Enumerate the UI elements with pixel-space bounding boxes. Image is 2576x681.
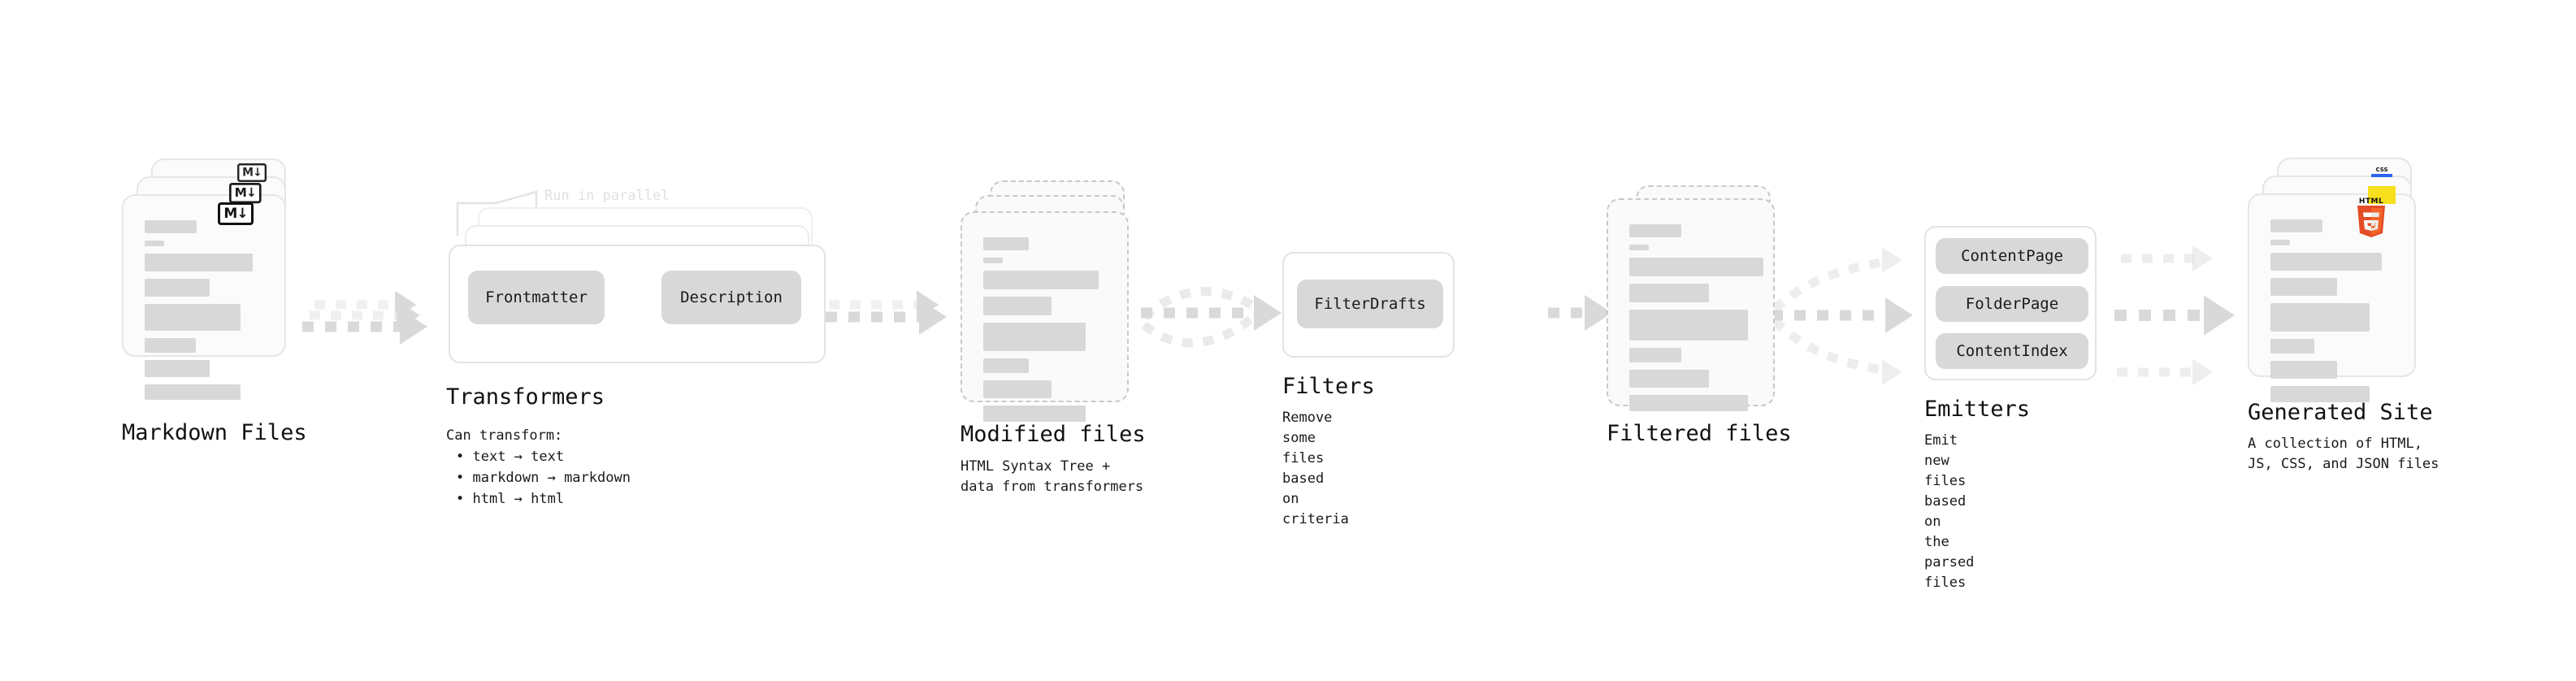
markdown-icon-back-2: M↓ — [237, 163, 267, 182]
stage-markdown-files: M↓ M↓ M↓ Markdown Files — [122, 158, 307, 445]
filtered-file-stack — [1607, 185, 1785, 445]
pill-filterdrafts-label: FilterDrafts — [1314, 295, 1426, 313]
stage-title-filtered-files: Filtered files — [1607, 421, 1792, 446]
bullets-list: text → text markdown → markdown html → h… — [446, 446, 631, 510]
stage-subtitle-generated-site: A collection of HTML, JS, CSS, and JSON … — [2248, 436, 2439, 472]
generated-site-stack: CSS HTML — [2248, 158, 2443, 426]
markdown-icon-back-1: M↓ — [229, 183, 262, 204]
markdown-file-stack: M↓ M↓ M↓ — [122, 158, 301, 419]
stage-generated-site: CSS HTML Generated Site A collect — [2248, 158, 2443, 472]
document-placeholder-bars — [983, 237, 1106, 429]
html5-icon-wordmark: HTML — [2358, 197, 2384, 206]
pill-filterdrafts[interactable]: FilterDrafts — [1297, 280, 1443, 328]
pill-contentindex-label: ContentIndex — [1956, 342, 2068, 360]
css-icon-label: CSS — [2375, 167, 2388, 173]
connector-emitters-to-generated-site — [2114, 245, 2236, 386]
stage-title-filters: Filters — [1282, 374, 1375, 399]
connector-filtered-files-to-emitters — [1772, 247, 1913, 385]
stage-filtered-files: Filtered files — [1607, 185, 1792, 446]
stage-subtitle-filters: Remove some files based on criteria — [1282, 410, 1349, 527]
stage-title-generated-site: Generated Site — [2248, 400, 2433, 425]
stage-subtitle-modified-files: HTML Syntax Tree + data from transformer… — [961, 458, 1144, 495]
emitters-card: ContentPage FolderPage ContentIndex — [1924, 226, 2097, 380]
pill-contentindex[interactable]: ContentIndex — [1936, 333, 2088, 369]
bullets-lead: Can transform: — [446, 427, 563, 444]
transformers-bullets: Can transform: text → text markdown → ma… — [446, 425, 631, 510]
pill-folderpage[interactable]: FolderPage — [1936, 286, 2088, 322]
transformer-stack: . . . . Frontmatter Description — [449, 207, 839, 394]
js-icon — [2368, 186, 2396, 204]
stage-title-transformers: Transformers — [446, 384, 605, 410]
document-placeholder-bars — [1629, 224, 1763, 419]
connector-modified-files-to-filters — [1141, 287, 1281, 348]
pill-description[interactable]: Description — [661, 271, 801, 324]
document-card-front — [122, 194, 286, 400]
pill-frontmatter-label: Frontmatter — [485, 288, 588, 306]
pill-contentpage-label: ContentPage — [1961, 247, 2063, 265]
pill-description-label: Description — [680, 288, 783, 306]
stage-modified-files: Modified files HTML Syntax Tree + data f… — [961, 180, 1147, 495]
run-in-parallel-label: Run in parallel — [544, 188, 670, 204]
stage-title-markdown-files: Markdown Files — [122, 420, 307, 445]
connector-markdown-to-transformers — [302, 290, 427, 345]
document-card-front — [961, 211, 1129, 422]
html5-icon-shield — [2355, 206, 2387, 240]
css-icon-underline — [2371, 174, 2392, 177]
bullet-item: text → text — [456, 446, 631, 467]
modified-file-stack — [961, 180, 1147, 440]
bullet-item: markdown → markdown — [456, 467, 630, 488]
html5-icon: HTML — [2353, 197, 2389, 240]
bullet-item: html → html — [456, 488, 631, 510]
pill-folderpage-label: FolderPage — [1965, 295, 2059, 313]
connector-transformers-to-modified-files — [826, 290, 947, 335]
stage-subtitle-emitters: Emit new files based on the parsed files — [1924, 432, 1975, 591]
stage-transformers: . . . . Frontmatter Description Run in p… — [446, 188, 839, 507]
stage-title-emitters: Emitters — [1924, 397, 2031, 422]
pill-frontmatter[interactable]: Frontmatter — [468, 271, 605, 324]
document-card-front — [1607, 198, 1775, 411]
filters-card: FilterDrafts — [1282, 252, 1455, 358]
document-card-html — [2248, 193, 2416, 402]
transformer-card-front: Frontmatter Description — [449, 245, 826, 363]
connector-filters-to-filtered-files — [1548, 295, 1612, 331]
pill-contentpage[interactable]: ContentPage — [1936, 238, 2088, 274]
markdown-icon: M↓ — [218, 202, 254, 225]
document-placeholder-bars — [145, 220, 263, 407]
document-placeholder-bars — [2270, 219, 2393, 410]
css-icon: CSS — [2371, 167, 2392, 179]
stage-title-modified-files: Modified files — [961, 422, 1146, 447]
